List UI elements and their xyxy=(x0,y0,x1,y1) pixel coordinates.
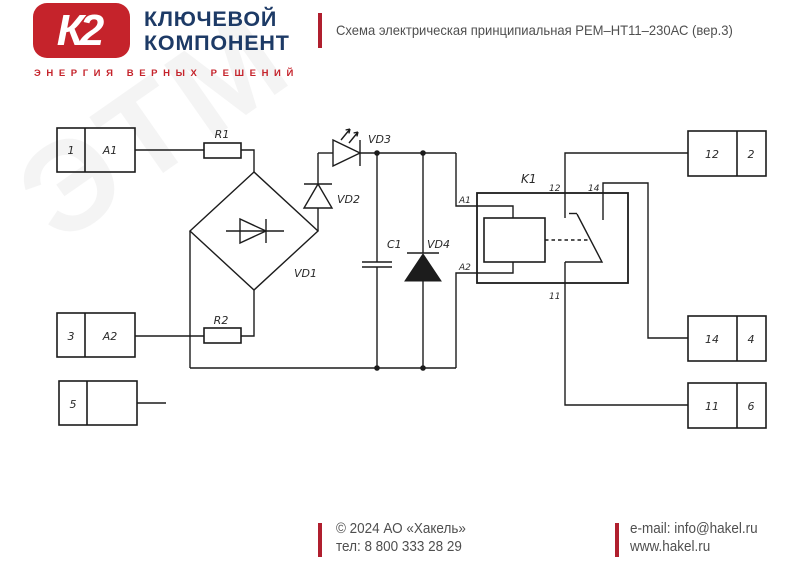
diode-vd2: VD2 xyxy=(302,182,360,209)
connector-3-a2: 3 A2 xyxy=(56,312,136,358)
led-vd3: VD3 xyxy=(332,128,391,168)
connector-5: 5 xyxy=(58,380,138,426)
capacitor-c1: C1 xyxy=(362,238,402,268)
document-title: Схема электрическая принципиальная РЕМ–Н… xyxy=(336,22,763,38)
footer-left-separator-bar xyxy=(318,523,322,557)
title-separator-bar xyxy=(318,13,322,48)
connector-11-label: 6 xyxy=(748,400,755,413)
connector-1-a1: 1 A1 xyxy=(56,127,136,173)
relay-terminal-a2: A2 xyxy=(458,263,471,273)
connector-12-label: 2 xyxy=(748,148,755,161)
diode-bridge-vd1: VD1 xyxy=(188,171,320,291)
connector-3-pin: 3 xyxy=(68,330,75,343)
resistor-r2: R2 xyxy=(203,314,242,344)
connector-3-label: A2 xyxy=(102,330,118,343)
connector-11-6: 11 6 xyxy=(687,382,767,429)
connector-14-4: 14 4 xyxy=(687,315,767,362)
led-vd3-label: VD3 xyxy=(368,133,391,146)
footer-right-separator-bar xyxy=(615,523,619,557)
resistor-r1-label: R1 xyxy=(215,128,230,141)
connector-12-pin: 12 xyxy=(705,148,719,161)
relay-coil xyxy=(483,217,546,263)
connector-11-pin: 11 xyxy=(705,400,719,413)
resistor-r2-label: R2 xyxy=(214,314,229,327)
relay-terminal-12: 12 xyxy=(549,184,561,194)
footer-copyright: © 2024 АО «Хакель» xyxy=(336,521,466,537)
capacitor-c1-label: C1 xyxy=(387,238,402,251)
relay-terminal-14: 14 xyxy=(588,184,600,194)
footer-contact-block: © 2024 АО «Хакель» тел: 8 800 333 28 29 xyxy=(336,520,476,556)
connector-14-label: 4 xyxy=(748,333,755,346)
relay-k1: K1 A1 A2 12 14 11 xyxy=(458,172,629,302)
connector-1-label: A1 xyxy=(102,144,118,157)
resistor-r1: R1 xyxy=(203,128,242,159)
connector-14-pin: 14 xyxy=(705,333,719,346)
diode-vd4-label: VD4 xyxy=(427,238,450,251)
diode-vd4: VD4 xyxy=(404,238,450,282)
relay-k1-label: K1 xyxy=(521,172,537,186)
relay-terminal-11: 11 xyxy=(549,292,560,302)
wire-segments xyxy=(135,149,688,406)
logo-k2-text: К2 xyxy=(56,5,104,55)
footer-website: www.hakel.ru xyxy=(630,539,711,555)
company-tagline: ЭНЕРГИЯ ВЕРНЫХ РЕШЕНИЙ xyxy=(34,68,299,79)
company-name: КЛЮЧЕВОЙ КОМПОНЕНТ xyxy=(144,7,290,55)
footer-phone: тел: 8 800 333 28 29 xyxy=(336,539,462,555)
connector-1-pin: 1 xyxy=(68,144,75,157)
diode-vd2-label: VD2 xyxy=(337,193,360,206)
connector-5-pin: 5 xyxy=(70,398,77,411)
connector-12-2: 12 2 xyxy=(687,130,767,177)
company-logo: К2 xyxy=(33,3,130,58)
footer-email: e-mail: info@hakel.ru xyxy=(630,521,758,537)
company-name-line1: КЛЮЧЕВОЙ xyxy=(144,7,278,31)
footer-web-block: e-mail: info@hakel.ru www.hakel.ru xyxy=(630,520,767,556)
company-name-line2: КОМПОНЕНТ xyxy=(144,30,290,55)
relay-terminal-a1: A1 xyxy=(458,196,471,206)
diode-bridge-vd1-label: VD1 xyxy=(294,267,317,280)
document-title-text: Схема электрическая принципиальная РЕМ–Н… xyxy=(336,22,733,38)
